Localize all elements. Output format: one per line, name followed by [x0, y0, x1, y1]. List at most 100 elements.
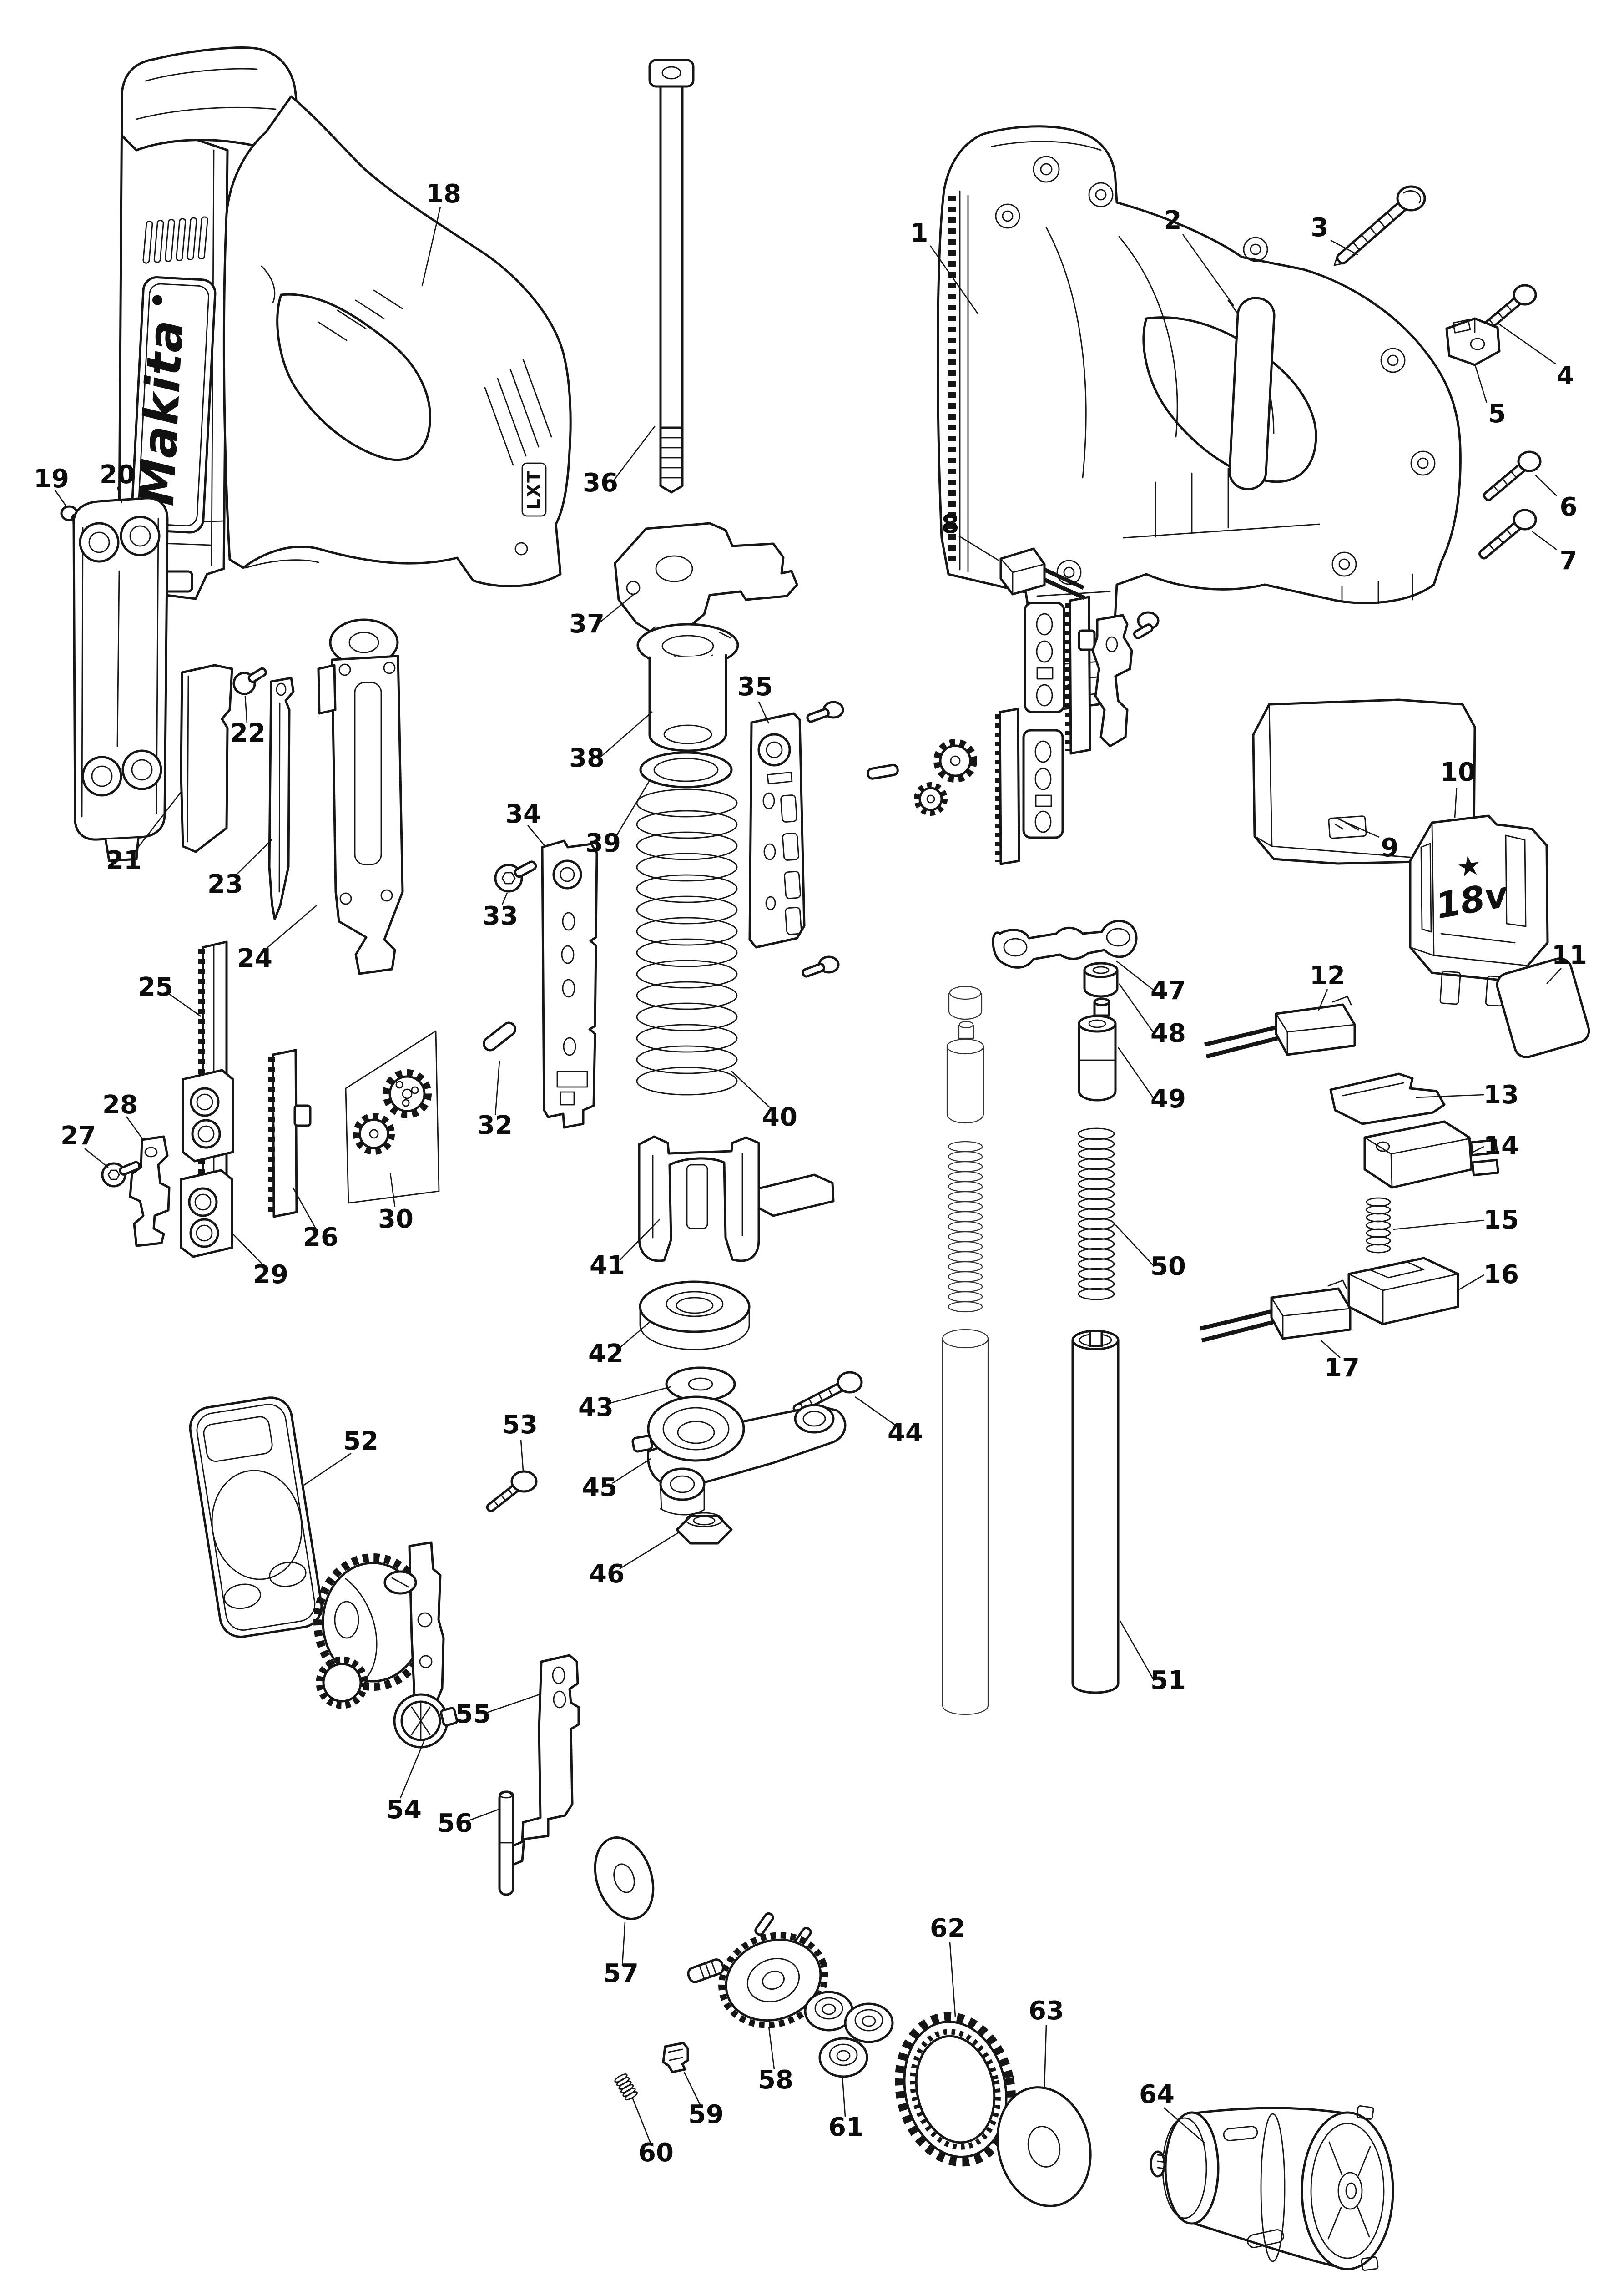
part-label-22: 22 [230, 718, 266, 748]
part-label-53: 53 [502, 1410, 538, 1440]
part-24-bracket [317, 618, 404, 975]
part-38-cylinder [636, 623, 739, 752]
part-label-23: 23 [207, 870, 243, 899]
part-2-strip [1228, 297, 1276, 490]
part-label-52: 52 [343, 1426, 378, 1456]
part-label-45: 45 [582, 1473, 617, 1502]
part-label-9: 9 [1381, 833, 1399, 863]
part-label-19: 19 [34, 464, 69, 494]
part-40-compression-spring [636, 789, 738, 1096]
part-60-spring-tiny [614, 2073, 638, 2101]
housing-internal-parts [867, 596, 1160, 865]
part-3-long-screw [1333, 185, 1426, 266]
part-label-20: 20 [100, 460, 135, 490]
part-1-housing-half [937, 125, 1462, 711]
part-10-battery-terminal: ★ 18v [1409, 814, 1549, 1007]
part-label-17: 17 [1324, 1353, 1360, 1383]
part-label-47: 47 [1150, 976, 1186, 1006]
part-label-7: 7 [1560, 546, 1578, 576]
part-42-damper [639, 1280, 751, 1350]
part-label-3: 3 [1311, 213, 1329, 243]
part-35-plate [748, 701, 844, 978]
part-label-6: 6 [1560, 492, 1578, 522]
part-label-2: 2 [1164, 206, 1182, 235]
part-label-14: 14 [1483, 1131, 1519, 1161]
part-48-roller [1083, 962, 1119, 998]
part-14-switch-block [1363, 1120, 1499, 1189]
part-label-1: 1 [911, 218, 928, 248]
part-label-43: 43 [578, 1393, 614, 1422]
leader-lines [54, 207, 1562, 2144]
part-34-guide-plate [541, 839, 598, 1129]
part-label-25: 25 [138, 972, 173, 1002]
part-20-cover-plate [72, 497, 169, 862]
part-label-5: 5 [1488, 399, 1506, 429]
part-30-gear-set [345, 1030, 440, 1204]
part-label-28: 28 [102, 1090, 138, 1120]
part-39-ring [639, 751, 733, 789]
part-21-plate [180, 664, 233, 853]
part-label-4: 4 [1557, 361, 1574, 391]
part-label-30: 30 [378, 1204, 414, 1234]
vent-slots [142, 216, 208, 264]
part-label-61: 61 [828, 2113, 864, 2142]
part-label-39: 39 [585, 829, 621, 858]
part-label-54: 54 [386, 1795, 422, 1825]
part-label-42: 42 [588, 1339, 624, 1369]
part-label-8: 8 [942, 510, 959, 539]
part-13-slide-lever [1329, 1072, 1446, 1125]
part-45-cylinder-base [631, 1395, 847, 1516]
part-12-switch [1204, 996, 1356, 1059]
part-label-51: 51 [1150, 1666, 1186, 1695]
part-label-37: 37 [569, 609, 605, 639]
part-17-switch [1199, 1279, 1352, 1343]
part-label-15: 15 [1483, 1205, 1519, 1235]
part-label-57: 57 [603, 1959, 639, 1988]
part-label-12: 12 [1310, 961, 1345, 991]
part-47-link [992, 920, 1138, 969]
part-label-11: 11 [1552, 940, 1587, 970]
part-28-bracket [129, 1135, 171, 1247]
part-11-label-plate [1496, 957, 1590, 1058]
part-43-washer [665, 1366, 736, 1402]
part-label-18: 18 [426, 179, 461, 209]
part-55-lever [510, 1654, 580, 1866]
part-59-clip [662, 2042, 689, 2073]
part-26-rack [268, 1049, 312, 1218]
part-15-spring-small [1366, 1197, 1391, 1254]
part-57-washer [594, 1836, 655, 1920]
part-label-55: 55 [455, 1699, 491, 1729]
part-label-34: 34 [505, 799, 541, 829]
part-label-62: 62 [930, 1914, 965, 1943]
part-number-labels: 1 2 3 4 5 6 7 8 9 10 11 12 13 14 15 16 1… [34, 179, 1587, 2168]
part-16-holder [1347, 1257, 1459, 1325]
part-label-10: 10 [1440, 758, 1476, 787]
part-29-guide-blocks [180, 1069, 234, 1258]
battery-star-marking: ★ [1455, 849, 1483, 884]
part-56-pin [498, 1790, 514, 1896]
part-label-59: 59 [688, 2100, 724, 2129]
part-7-screw [1478, 509, 1537, 560]
part-63-washer-large [996, 2086, 1092, 2207]
part-53-screw [486, 1470, 538, 1512]
part-49-pin-roller [1078, 997, 1117, 1102]
part-label-49: 49 [1150, 1084, 1186, 1114]
part-label-13: 13 [1483, 1080, 1519, 1110]
part-label-60: 60 [638, 2138, 674, 2168]
part-label-26: 26 [303, 1223, 338, 1252]
part-61-planet-gears [804, 1991, 894, 2078]
part-label-33: 33 [483, 901, 518, 931]
ghost-pusher-column [942, 986, 989, 1715]
part-label-29: 29 [253, 1260, 288, 1289]
part-32-pin [483, 1021, 516, 1052]
part-36-shaft [648, 59, 695, 494]
part-46-nut [676, 1512, 733, 1545]
part-label-63: 63 [1029, 1996, 1064, 2026]
part-label-50: 50 [1150, 1252, 1186, 1281]
part-8-connector [999, 547, 1085, 600]
part-label-48: 48 [1150, 1019, 1186, 1048]
makita-logo-text: Makita [129, 318, 194, 507]
part-41-bracket [638, 1135, 835, 1262]
